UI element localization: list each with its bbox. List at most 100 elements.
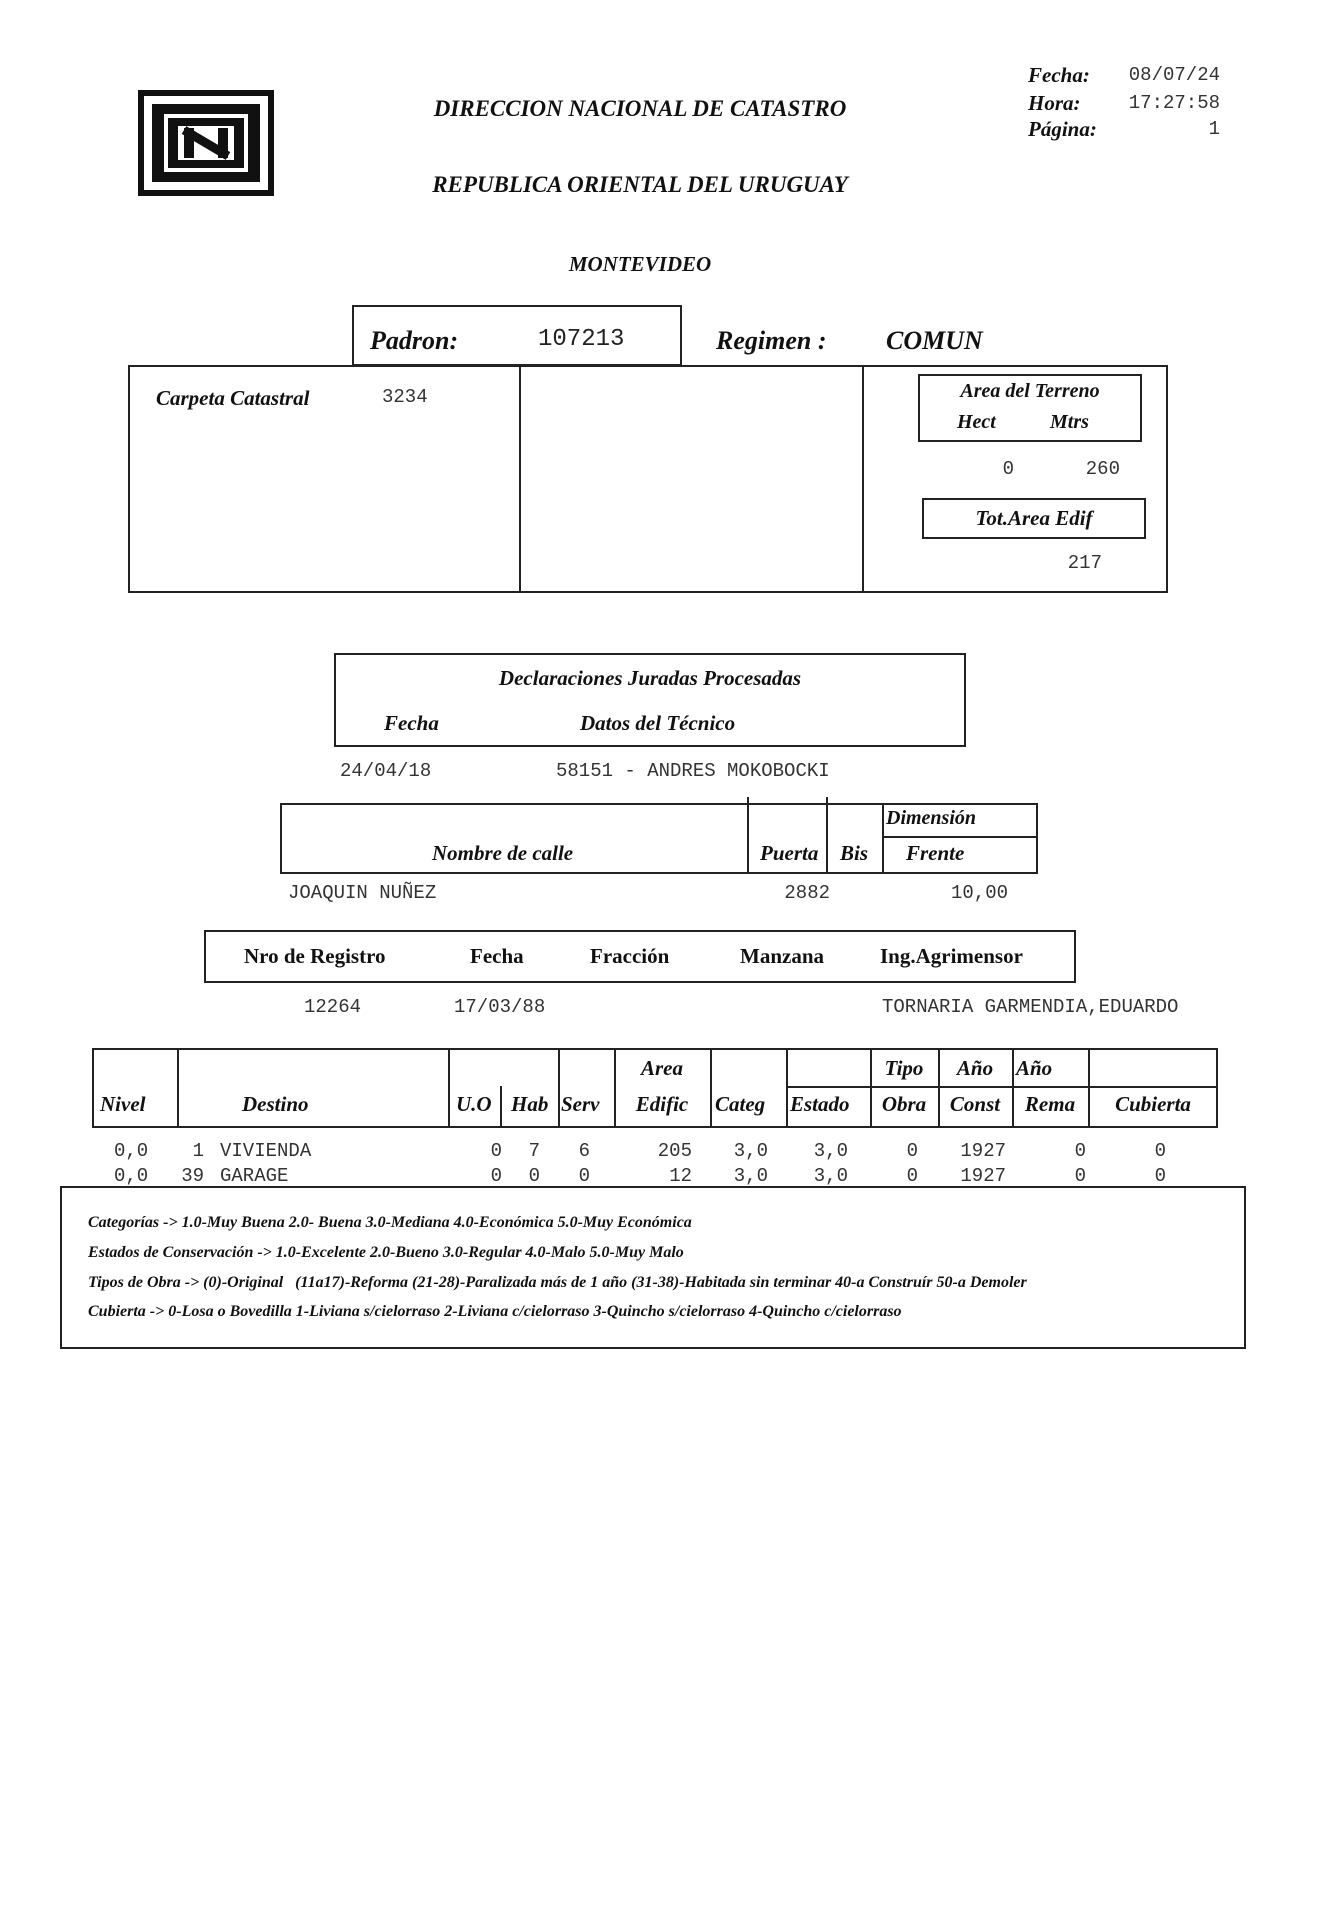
calle-divider-puerta [747, 797, 749, 874]
row-rema: 0 [1074, 1165, 1086, 1187]
edif-div-area [614, 1048, 616, 1128]
legend-categorias: Categorías -> 1.0-Muy Buena 2.0- Buena 3… [88, 1214, 692, 1231]
regimen-label: Regimen : [716, 326, 827, 355]
area-terreno-title: Area del Terreno [960, 380, 1100, 402]
edif-h-tipo-bottom: Obra [881, 1092, 927, 1116]
header-title: DIRECCION NACIONAL DE CATASTRO [433, 96, 847, 121]
area-terreno-box [918, 374, 1142, 442]
hect-value: 0 [1002, 458, 1014, 480]
row-const: 1927 [960, 1165, 1006, 1187]
legend-box [60, 1186, 1246, 1349]
row-serv: 6 [578, 1140, 590, 1162]
carpeta-value: 3234 [382, 386, 428, 408]
row-categ: 3,0 [733, 1165, 768, 1187]
row-serv: 0 [578, 1165, 590, 1187]
row-uo: 0 [490, 1140, 502, 1162]
row-cubierta: 0 [1154, 1140, 1166, 1162]
edificacion-header-box [92, 1048, 1218, 1128]
edif-h-estado: Estado [790, 1092, 850, 1116]
row-area: 205 [657, 1140, 692, 1162]
row-nivel: 0,0 [114, 1165, 149, 1187]
registro-box [204, 930, 1076, 983]
edif-h-const-top: Año [956, 1056, 994, 1080]
edif-h-area-bottom: Edific [635, 1092, 689, 1116]
area-edif-value: 217 [1067, 552, 1102, 574]
registro-fecha-value: 17/03/88 [454, 996, 546, 1018]
fecha-label: Fecha: [1028, 63, 1090, 87]
edif-div-destino [177, 1048, 179, 1128]
pagina-label: Página: [1028, 117, 1097, 141]
edif-div-rema [1012, 1048, 1014, 1128]
edif-div-uo [448, 1048, 450, 1128]
hora-value: 17:27:58 [1128, 92, 1220, 114]
area-edif-box [922, 498, 1146, 539]
row-const: 1927 [960, 1140, 1006, 1162]
calle-dimension-label: Dimensión [886, 807, 977, 829]
fecha-value: 08/07/24 [1128, 64, 1220, 86]
row-area: 12 [669, 1165, 692, 1187]
edif-h-rema-bottom: Rema [1024, 1092, 1076, 1116]
registro-fraccion-label: Fracción [590, 944, 670, 968]
row-destino: VIVIENDA [220, 1140, 312, 1162]
edif-div-tipo [870, 1048, 872, 1128]
pagina-value: 1 [1208, 118, 1220, 140]
edif-div-estado [786, 1048, 788, 1128]
legend-tipos-obra: Tipos de Obra -> (0)-Original (11a17)-Re… [88, 1274, 1027, 1291]
registro-nro-label: Nro de Registro [244, 944, 386, 968]
row-destino: GARAGE [220, 1165, 289, 1187]
edif-h-uo: U.O [456, 1092, 492, 1116]
declaraciones-fecha-value: 24/04/18 [340, 760, 432, 782]
padron-label: Padron: [370, 326, 459, 355]
catastro-logo-icon [138, 90, 274, 196]
carpeta-divider-1 [519, 365, 521, 593]
edif-h-serv: Serv [561, 1092, 600, 1116]
calle-dimension-underline [882, 836, 1038, 838]
edif-h-categ: Categ [715, 1092, 766, 1116]
calle-divider-bis [826, 797, 828, 874]
declaraciones-tecnico-value: 58151 - ANDRES MOKOBOCKI [556, 760, 830, 782]
edif-div-hab [500, 1086, 502, 1128]
row-tipo: 0 [906, 1165, 918, 1187]
row-estado: 3,0 [813, 1165, 848, 1187]
edif-div-cubierta [1088, 1048, 1090, 1128]
edif-header-midline [786, 1086, 1218, 1088]
calle-bis-label: Bis [840, 841, 869, 865]
edif-h-tipo-top: Tipo [884, 1056, 924, 1080]
registro-agrimensor-label: Ing.Agrimensor [880, 944, 1023, 968]
mtrs-label: Mtrs [1050, 411, 1089, 433]
edif-h-destino: Destino [242, 1092, 309, 1116]
area-edif-label: Tot.Area Edif [975, 506, 1093, 530]
carpeta-divider-2 [862, 365, 864, 593]
calle-box [280, 803, 1038, 874]
header-department: MONTEVIDEO [568, 252, 712, 276]
row-hab: 7 [528, 1140, 540, 1162]
row-hab: 0 [528, 1165, 540, 1187]
header-subtitle: REPUBLICA ORIENTAL DEL URUGUAY [432, 172, 848, 197]
registro-nro-value: 12264 [304, 996, 362, 1018]
edif-div-categ [710, 1048, 712, 1128]
edif-div-const [938, 1048, 940, 1128]
declaraciones-tecnico-label: Datos del Técnico [580, 711, 736, 735]
carpeta-box [128, 365, 1168, 593]
registro-fecha-label: Fecha [470, 944, 524, 968]
edif-h-rema-top: Año [1016, 1056, 1053, 1080]
row-rema: 0 [1074, 1140, 1086, 1162]
calle-puerta-value: 2882 [784, 882, 830, 904]
declaraciones-box [334, 653, 966, 747]
declaraciones-title: Declaraciones Juradas Procesadas [498, 666, 802, 690]
row-tipo: 0 [906, 1140, 918, 1162]
row-codigo: 1 [192, 1140, 204, 1162]
edif-h-const-bottom: Const [949, 1092, 1001, 1116]
row-categ: 3,0 [733, 1140, 768, 1162]
row-uo: 0 [490, 1165, 502, 1187]
row-estado: 3,0 [813, 1140, 848, 1162]
calle-frente-label: Frente [906, 841, 965, 865]
legend-estados: Estados de Conservación -> 1.0-Excelente… [88, 1244, 684, 1261]
edif-h-area-top: Area [641, 1056, 683, 1080]
registro-manzana-label: Manzana [740, 944, 824, 968]
edif-div-serv [558, 1048, 560, 1128]
edif-h-nivel: Nivel [100, 1092, 146, 1116]
edif-h-cubierta: Cubierta [1115, 1092, 1191, 1116]
padron-value: 107213 [538, 326, 625, 353]
hect-label: Hect [957, 411, 996, 433]
